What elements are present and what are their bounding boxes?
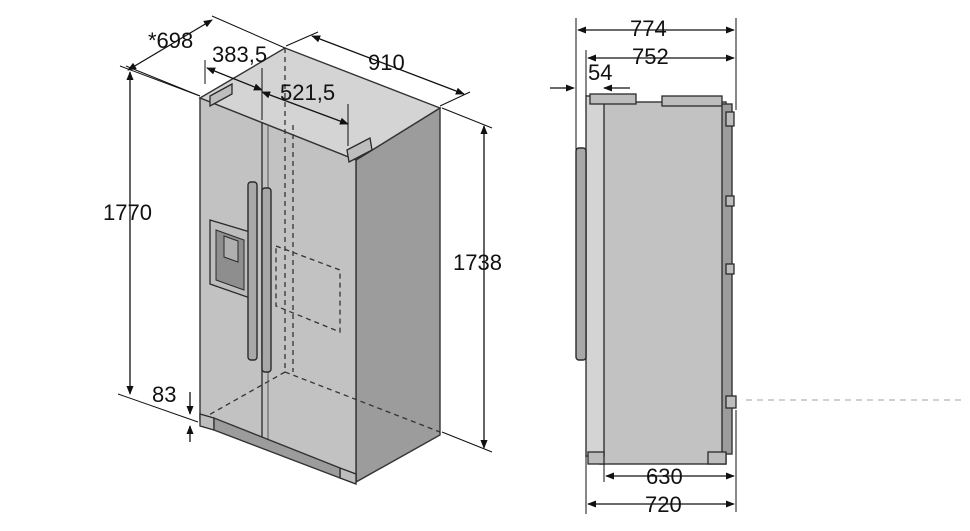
door-thickness-label: 54 <box>588 60 612 85</box>
center-offset-label: 521,5 <box>280 80 335 105</box>
rear-fitting-1 <box>726 196 734 206</box>
side-foot-rear <box>708 452 726 464</box>
rear-fitting-2 <box>726 264 734 274</box>
top-hinge-front <box>590 94 636 104</box>
depth-total-label: 774 <box>630 16 667 41</box>
fridge-side-face <box>356 108 440 482</box>
fridge-side-view: 774 752 54 630 720 <box>550 16 962 517</box>
height-total-label: 1770 <box>103 200 152 225</box>
rear-hose <box>726 112 734 126</box>
height-body-label: 1738 <box>453 250 502 275</box>
rear-fitting-3 <box>726 396 736 408</box>
foot-height-label: 83 <box>152 382 176 407</box>
fridge-isometric-view: 1770 83 1738 910 *698 383,5 521,5 <box>103 16 502 484</box>
width-label: 910 <box>368 50 405 75</box>
depth-bottom-total-label: 720 <box>645 492 682 517</box>
depth-bottom-body-label: 630 <box>646 464 683 489</box>
side-foot-front <box>588 452 604 464</box>
right-handle <box>262 188 271 372</box>
top-hinge-rear <box>662 96 722 106</box>
depth-door-label: 752 <box>632 44 669 69</box>
water-dispenser <box>210 220 250 298</box>
side-handle <box>576 148 586 360</box>
depth-with-door-label: *698 <box>148 28 193 53</box>
left-handle <box>248 182 257 360</box>
door-side <box>586 96 604 456</box>
hinge-offset-label: 383,5 <box>212 42 267 67</box>
cabinet-body <box>600 102 726 464</box>
